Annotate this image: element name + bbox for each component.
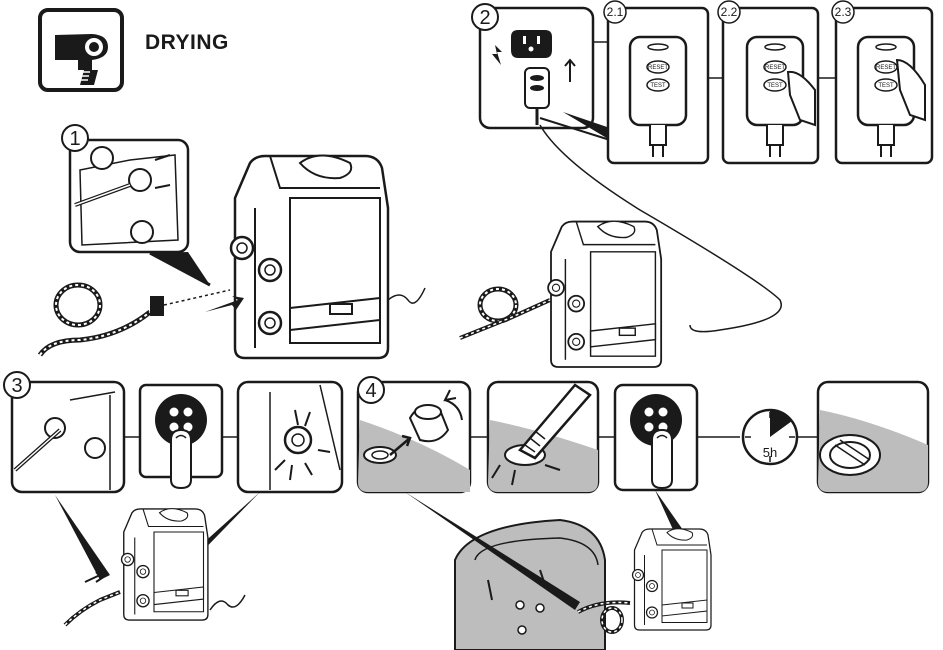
gfci-2-3-labels: RESET TEST xyxy=(876,65,896,89)
up-arrow-icon xyxy=(564,58,576,82)
gfci-2-2-labels: RESET TEST xyxy=(765,65,785,89)
step-2-number: 2 xyxy=(479,7,490,29)
step-4-illustration: 5h xyxy=(356,380,930,650)
step-3-number: 3 xyxy=(11,375,22,397)
step-3-illustration xyxy=(10,380,344,627)
water-drops xyxy=(274,449,331,481)
gfci-2-1-labels: RESET TEST xyxy=(648,65,668,89)
reset-label-2-2: RESET xyxy=(765,65,785,71)
step-1-number: 1 xyxy=(69,128,80,150)
test-label-2-3: TEST xyxy=(878,83,894,89)
reset-label-2-1: RESET xyxy=(648,65,668,71)
timer-icon: 5h xyxy=(741,408,799,466)
reset-label-2-3: RESET xyxy=(876,65,896,71)
step-1-badge: 1 xyxy=(61,124,89,152)
step-4-number: 4 xyxy=(365,380,376,402)
test-label-2-2: TEST xyxy=(767,83,783,89)
outlet-icon xyxy=(511,30,552,58)
step-4-badge: 4 xyxy=(357,376,385,404)
lightning-icon xyxy=(492,45,502,65)
sub-step-2-2: 2.2 xyxy=(721,5,738,19)
step-2-illustration xyxy=(459,6,934,368)
sub-step-badges: 2.1 2.2 2.3 xyxy=(603,0,855,24)
hair-dryer-icon xyxy=(38,8,124,92)
page-title: DRYING xyxy=(145,31,229,54)
test-label-2-1: TEST xyxy=(650,83,666,89)
timer-duration: 5h xyxy=(763,445,777,460)
sub-step-2-1: 2.1 xyxy=(607,5,624,19)
step-3-badge: 3 xyxy=(3,371,31,399)
step-1-illustration xyxy=(37,138,426,360)
step-2-badge: 2 xyxy=(471,3,499,31)
sub-step-2-3: 2.3 xyxy=(835,5,852,19)
